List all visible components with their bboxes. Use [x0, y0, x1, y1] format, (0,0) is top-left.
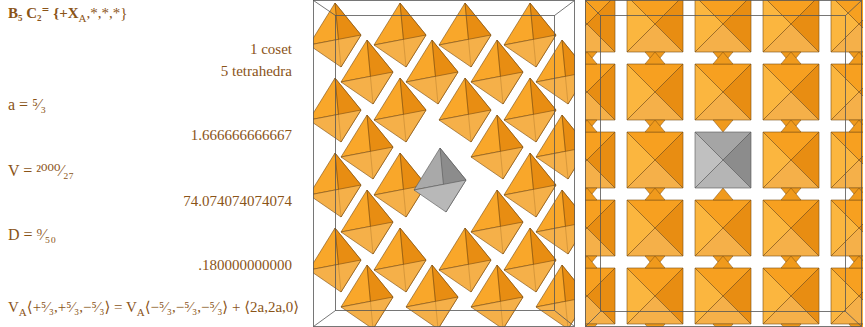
formula-text: 1 coset — [250, 41, 292, 57]
text-line: V = ²⁰⁰⁰⁄₂₇ — [8, 162, 74, 180]
formula-text: A — [137, 306, 145, 318]
text-line: 1.666666666667 — [191, 126, 292, 144]
formula-text: 74.074074074074 — [183, 193, 292, 209]
formula-text: ⟨−⁵⁄₃,−⁵⁄₃,−⁵⁄₃⟩ + ⟨2a,2a,0⟩ — [145, 299, 299, 315]
formula-text: 1.666666666667 — [191, 127, 292, 143]
text-line: 74.074074074074 — [183, 192, 292, 210]
text-line: D = ⁹⁄₅₀ — [8, 226, 56, 244]
formula-text: ,*,*,*} — [87, 5, 128, 21]
text-line: 5 tetrahedra — [221, 62, 292, 80]
formula-text: A — [79, 12, 87, 24]
text-line: a = ⁵⁄₃ — [8, 96, 46, 114]
formula-text: D = ⁹⁄₅₀ — [8, 226, 56, 243]
text-line: 1 coset — [250, 40, 292, 58]
formula-text: .180000000000 — [198, 257, 292, 273]
formula-text: V = ²⁰⁰⁰⁄₂₇ — [8, 162, 74, 179]
formula-text: V — [8, 299, 19, 315]
formula-text: A — [19, 306, 27, 318]
text-line: .180000000000 — [198, 256, 292, 274]
text-line: B₅ C₂⁼ {+XA,*,*,*} — [8, 4, 127, 27]
formula-text: 5 tetrahedra — [221, 63, 292, 79]
formula-text: B₅ C₂⁼ {+X — [8, 5, 79, 21]
formula-text: a = ⁵⁄₃ — [8, 96, 46, 113]
formula-text: ⟨+⁵⁄₃,+⁵⁄₃,−⁵⁄₃⟩ = V — [27, 299, 137, 315]
text-line: VA⟨+⁵⁄₃,+⁵⁄₃,−⁵⁄₃⟩ = VA⟨−⁵⁄₃,−⁵⁄₃,−⁵⁄₃⟩ … — [8, 298, 299, 321]
